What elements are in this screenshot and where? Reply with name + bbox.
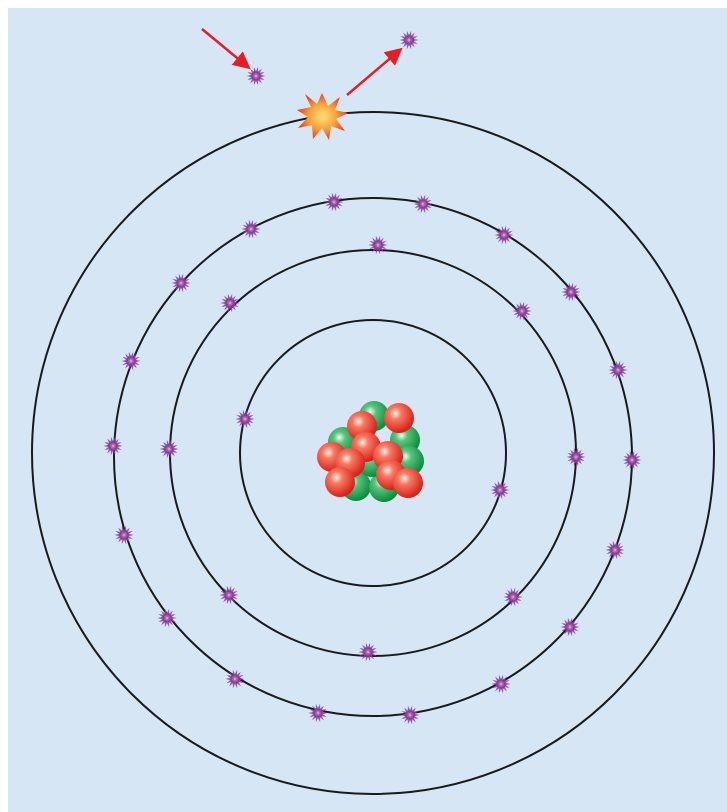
electron-icon [114,525,134,545]
proton-icon [384,403,414,433]
electron-icon [413,194,433,214]
electron-icon [494,225,514,245]
outgoing-arrow-icon [346,47,403,96]
electron-icon [246,66,266,86]
electron-icon [399,30,419,50]
electron-icon [358,642,378,662]
electron-icon [491,674,511,694]
electron-icon [400,705,420,725]
electron-icon [157,608,177,628]
electron-icon [219,585,239,605]
collision-arrows [201,28,403,96]
electron-icon [608,360,628,380]
electron-icon [566,447,586,467]
electron-icon [605,540,625,560]
electron-icon [308,703,328,723]
shell-1 [239,319,507,587]
electron-icon [159,439,179,459]
electron-icon [225,669,245,689]
shell-4 [31,111,715,795]
electron-icon [235,409,255,429]
electron-icon [121,351,141,371]
nucleus [317,401,424,502]
electron-icon [220,293,240,313]
electron-icon [512,301,532,321]
electrons [103,30,642,725]
electron-icon [241,219,261,239]
incoming-arrow-icon [201,28,251,70]
proton-icon [393,468,423,498]
electron-icon [368,235,388,255]
electron-icon [622,450,642,470]
explosion-burst-icon [297,93,348,140]
electron-icon [324,192,344,212]
electron-icon [561,282,581,302]
electron-icon [503,587,523,607]
electron-icon [560,617,580,637]
electron-icon [103,436,123,456]
proton-icon [325,467,355,497]
electron-icon [490,480,510,500]
electron-icon [171,273,191,293]
